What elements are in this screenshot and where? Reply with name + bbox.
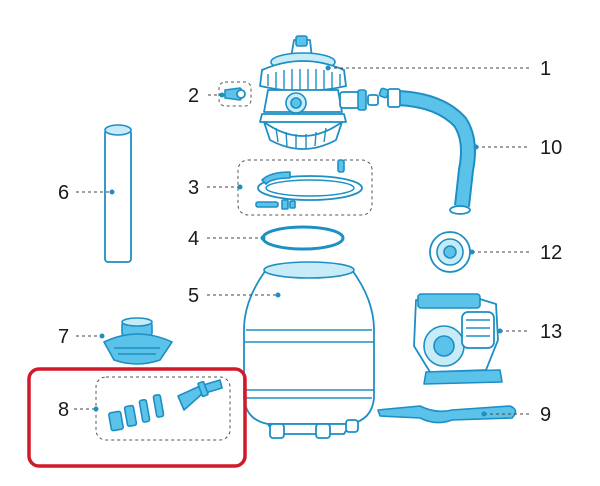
callout-8: 8	[58, 399, 69, 421]
callout-4: 4	[188, 228, 199, 250]
part-2-pressure-gauge	[218, 81, 252, 107]
highlight-box	[27, 367, 247, 468]
part-12-strainer-basket	[429, 231, 471, 273]
part-6-standpipe	[104, 124, 132, 263]
callout-10: 10	[540, 137, 562, 159]
callout-13: 13	[540, 321, 562, 343]
callout-6: 6	[58, 182, 69, 204]
callout-5: 5	[188, 285, 199, 307]
callout-1: 1	[540, 58, 551, 80]
part-9-base-plate	[377, 405, 517, 424]
callout-9: 9	[540, 404, 551, 426]
callout-7: 7	[58, 326, 69, 348]
part-4-o-ring	[261, 225, 345, 251]
callout-numbers: 1 2 3 4 5 6 7 8 9 10 12 13	[58, 58, 562, 426]
callout-2: 2	[188, 85, 199, 107]
part-5-filter-tank	[243, 261, 375, 439]
part-1-multiport-valve	[259, 35, 390, 150]
part-8-fittings-kit	[27, 367, 247, 468]
part-13-pump	[413, 293, 503, 385]
part-3-clamp	[237, 159, 373, 216]
leader-lines	[74, 65, 530, 417]
part-7-lateral-hub	[103, 317, 173, 365]
part-10-hose	[387, 88, 476, 215]
callout-3: 3	[188, 177, 199, 199]
callout-12: 12	[540, 242, 562, 264]
